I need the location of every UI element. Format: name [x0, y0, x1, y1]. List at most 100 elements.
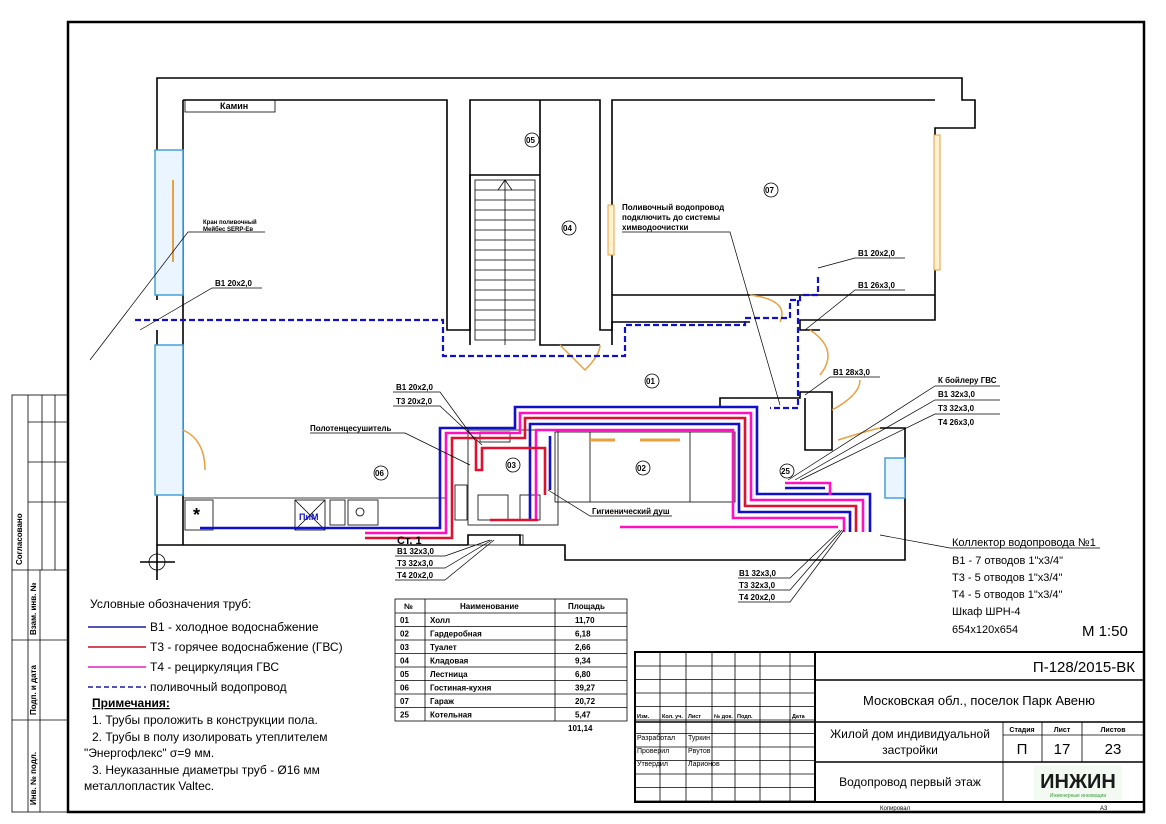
room-tag-06: 06	[373, 465, 389, 481]
note: "Энергофлекс" σ=9 мм.	[84, 746, 214, 760]
table-cell: 01	[400, 616, 409, 625]
role-name: Рвутов	[688, 748, 711, 755]
col-header: Лист	[688, 714, 701, 720]
riser-t3: Т3 32х3,0	[397, 559, 434, 568]
room-tag-05: 05	[524, 132, 540, 148]
room-tag-02: 02	[635, 460, 651, 476]
svg-text:Лист: Лист	[1054, 727, 1071, 734]
room-tag-03: 03	[505, 457, 521, 473]
object-line-2: застройки	[882, 743, 938, 757]
table-cell: 05	[400, 670, 409, 679]
copied-label: Копировал	[880, 806, 911, 812]
table-cell: 06	[400, 684, 409, 693]
table-header: Наименование	[460, 602, 519, 611]
table-cell: 03	[400, 643, 409, 652]
note: 2. Трубы в полу изолировать утеплителем	[92, 730, 328, 744]
stamp-agreed: Согласовано	[15, 513, 24, 565]
faucet-label-1: Кран поливочный	[203, 219, 257, 226]
wc-b1: В1 20х2,0	[396, 383, 433, 392]
format-label: А3	[1100, 806, 1108, 812]
svg-text:Инженерные инновации: Инженерные инновации	[1050, 793, 1106, 799]
table-total: 101,14	[568, 724, 593, 733]
axis-origin-marker	[140, 545, 175, 580]
room-tags: 01 02 03 04 05 06 07 25	[373, 132, 795, 481]
col-header: Изм.	[637, 714, 650, 720]
collector-line: В1 - 7 отводов 1"х3/4"	[952, 555, 1063, 567]
boiler-t4: Т4 26х3,0	[938, 418, 975, 427]
room-tag-01: 01	[644, 373, 660, 389]
svg-text:04: 04	[563, 224, 572, 233]
irrigation-note-3: химводоочистки	[622, 223, 688, 232]
stage-value: П	[1017, 741, 1028, 758]
riser-b1: В1 32х3,0	[397, 547, 434, 556]
legend-t4: Т4 - рециркуляция ГВС	[150, 660, 279, 674]
table-cell: 20,72	[575, 697, 596, 706]
table-cell: 5,47	[575, 711, 591, 720]
svg-text:02: 02	[637, 464, 646, 473]
label-b1-garage-2: В1 26х3,0	[858, 281, 895, 290]
legend-title: Условные обозначения труб:	[90, 597, 251, 611]
riser-label: Ст. 1	[397, 535, 422, 547]
irrigation-note-2: подключить до системы	[622, 213, 720, 222]
table-header: Площадь	[568, 602, 605, 611]
label-b1-hall: В1 28х3,0	[833, 368, 870, 377]
collector-line: Шкаф ШРН-4	[952, 606, 1021, 618]
table-cell: 07	[400, 697, 409, 706]
pipe-legend: Условные обозначения труб: В1 - холодное…	[84, 597, 343, 793]
irrigation-note-1: Поливочный водопровод	[622, 203, 724, 212]
leader-lines	[89, 231, 1100, 603]
towel-dryer-label: Полотенцесушитель	[310, 424, 391, 433]
window	[154, 149, 184, 296]
document-code: П-128/2015-ВК	[1033, 659, 1135, 676]
wc-t3: Т3 20х2,0	[396, 397, 433, 406]
staircase	[474, 179, 536, 345]
table-cell: Котельная	[430, 711, 472, 720]
pim-label: ПиМ	[299, 512, 319, 522]
side-stamp: Согласовано Взам. инв. № Подп. и дата Ин…	[11, 394, 69, 813]
svg-text:06: 06	[375, 469, 384, 478]
legend-irrigation: поливочный водопровод	[150, 680, 287, 694]
irrigation-pipe	[770, 300, 800, 410]
riser-t4: Т4 20х2,0	[397, 571, 434, 580]
col-header: № док.	[714, 714, 733, 720]
table-cell: Гостиная-кухня	[430, 684, 492, 693]
sheet-value: 17	[1054, 741, 1071, 758]
table-cell: Гардеробная	[430, 630, 482, 639]
snowflake-icon: *	[193, 505, 200, 525]
stamp-inv: Инв. № подл.	[29, 752, 38, 805]
company-logo: ИНЖИН Инженерные инновации	[1034, 766, 1122, 800]
role-label: Разработал	[637, 734, 675, 742]
coll-t3: Т3 32х3,0	[739, 581, 776, 590]
window	[154, 344, 184, 496]
note: 3. Неуказанные диаметры труб - Ø16 мм	[92, 763, 320, 777]
door-leaf	[607, 204, 615, 256]
table-header: №	[404, 602, 413, 611]
table-cell: Холл	[430, 616, 450, 625]
svg-text:07: 07	[765, 186, 774, 195]
coll-t4: Т4 20х2,0	[739, 593, 776, 602]
collector-title: Коллектор водопровода №1	[952, 537, 1096, 549]
collector-line: 654х120х654	[952, 624, 1018, 636]
fireplace-label: Камин	[220, 101, 248, 111]
label-b1-garage-1: В1 20х2,0	[858, 249, 895, 258]
svg-text:05: 05	[526, 136, 535, 145]
legend-b1: В1 - холодное водоснабжение	[150, 620, 319, 634]
faucet-label-2: Мейбес SERP-Ев	[203, 226, 253, 233]
location: Московская обл., поселок Парк Авеню	[863, 693, 1095, 708]
collector-line: Т3 - 5 отводов 1"х3/4"	[952, 572, 1063, 584]
col-header: Кол. уч.	[662, 714, 683, 720]
boiler-title: К бойлеру ГВС	[938, 376, 997, 385]
svg-text:01: 01	[646, 377, 655, 386]
window	[884, 457, 906, 499]
label-b1-left: В1 20х2,0	[215, 279, 252, 288]
